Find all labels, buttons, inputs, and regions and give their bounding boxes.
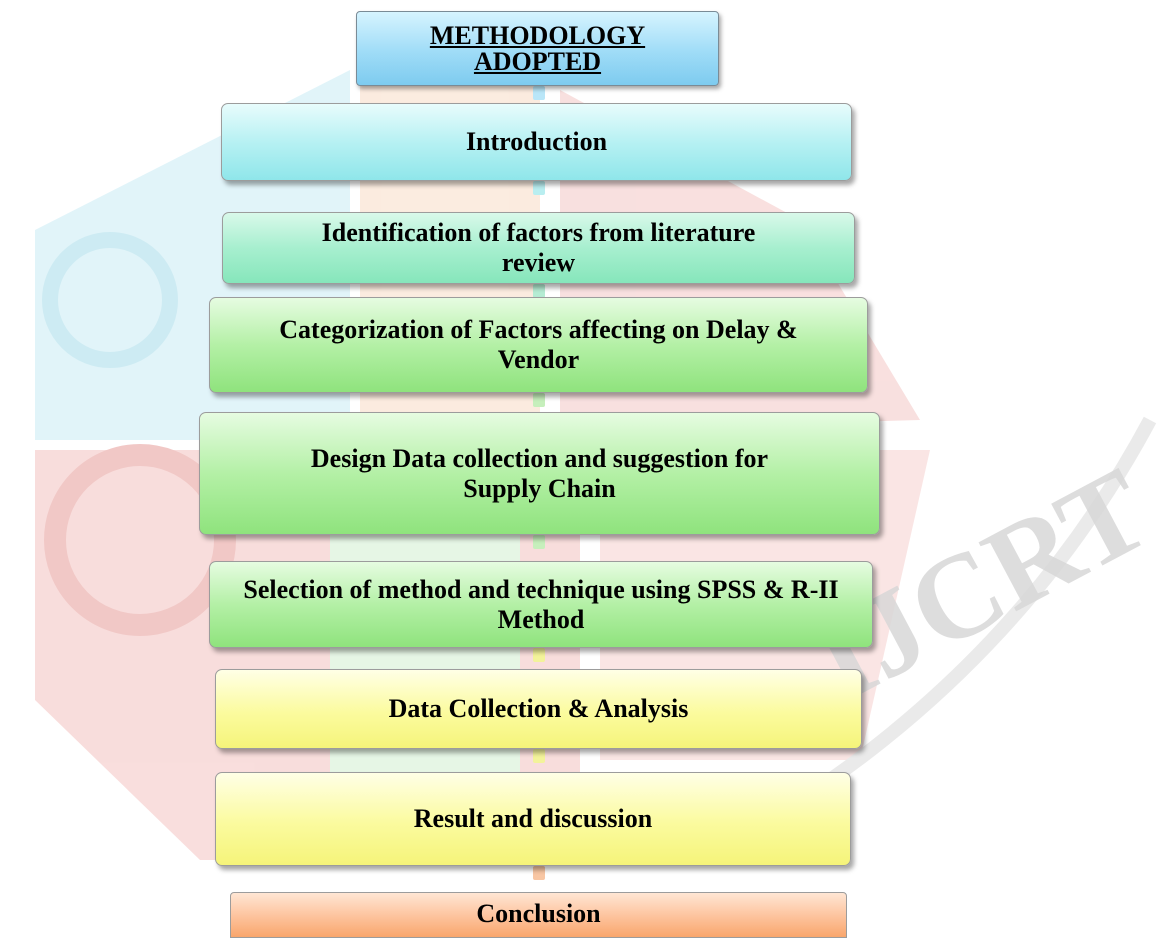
connector-4: [533, 393, 545, 407]
step-design: Design Data collection and suggestion fo…: [199, 412, 880, 535]
step-selection-label: Selection of method and technique using …: [243, 574, 839, 634]
step-data-collection: Data Collection & Analysis: [215, 669, 862, 749]
step-identification: Identification of factors from literatur…: [222, 212, 855, 284]
step-result: Result and discussion: [215, 772, 851, 866]
step-categorization: Categorization of Factors affecting on D…: [209, 297, 868, 393]
step-data-collection-label: Data Collection & Analysis: [388, 694, 689, 723]
step-conclusion: Conclusion: [230, 892, 847, 938]
step-introduction-label: Introduction: [465, 127, 608, 156]
step-identification-label: Identification of factors from literatur…: [321, 218, 756, 277]
step-categorization-label: Categorization of Factors affecting on D…: [279, 315, 798, 374]
flowchart-title-text: METHODOLOGY ADOPTED: [429, 20, 646, 76]
connector-1: [533, 86, 545, 100]
step-design-label: Design Data collection and suggestion fo…: [310, 443, 769, 503]
connector-2: [533, 181, 545, 195]
watermark-circuit-icon: [42, 232, 178, 368]
step-selection: Selection of method and technique using …: [209, 561, 873, 648]
step-introduction: Introduction: [221, 103, 852, 181]
step-conclusion-label: Conclusion: [476, 899, 601, 928]
connector-3: [533, 284, 545, 298]
connector-7: [533, 749, 545, 763]
connector-6: [533, 648, 545, 662]
connector-5: [533, 535, 545, 549]
connector-8: [533, 866, 545, 880]
flowchart-title: METHODOLOGY ADOPTED: [356, 11, 719, 86]
watermark-gear-icon: [44, 444, 236, 636]
step-result-label: Result and discussion: [413, 804, 653, 833]
